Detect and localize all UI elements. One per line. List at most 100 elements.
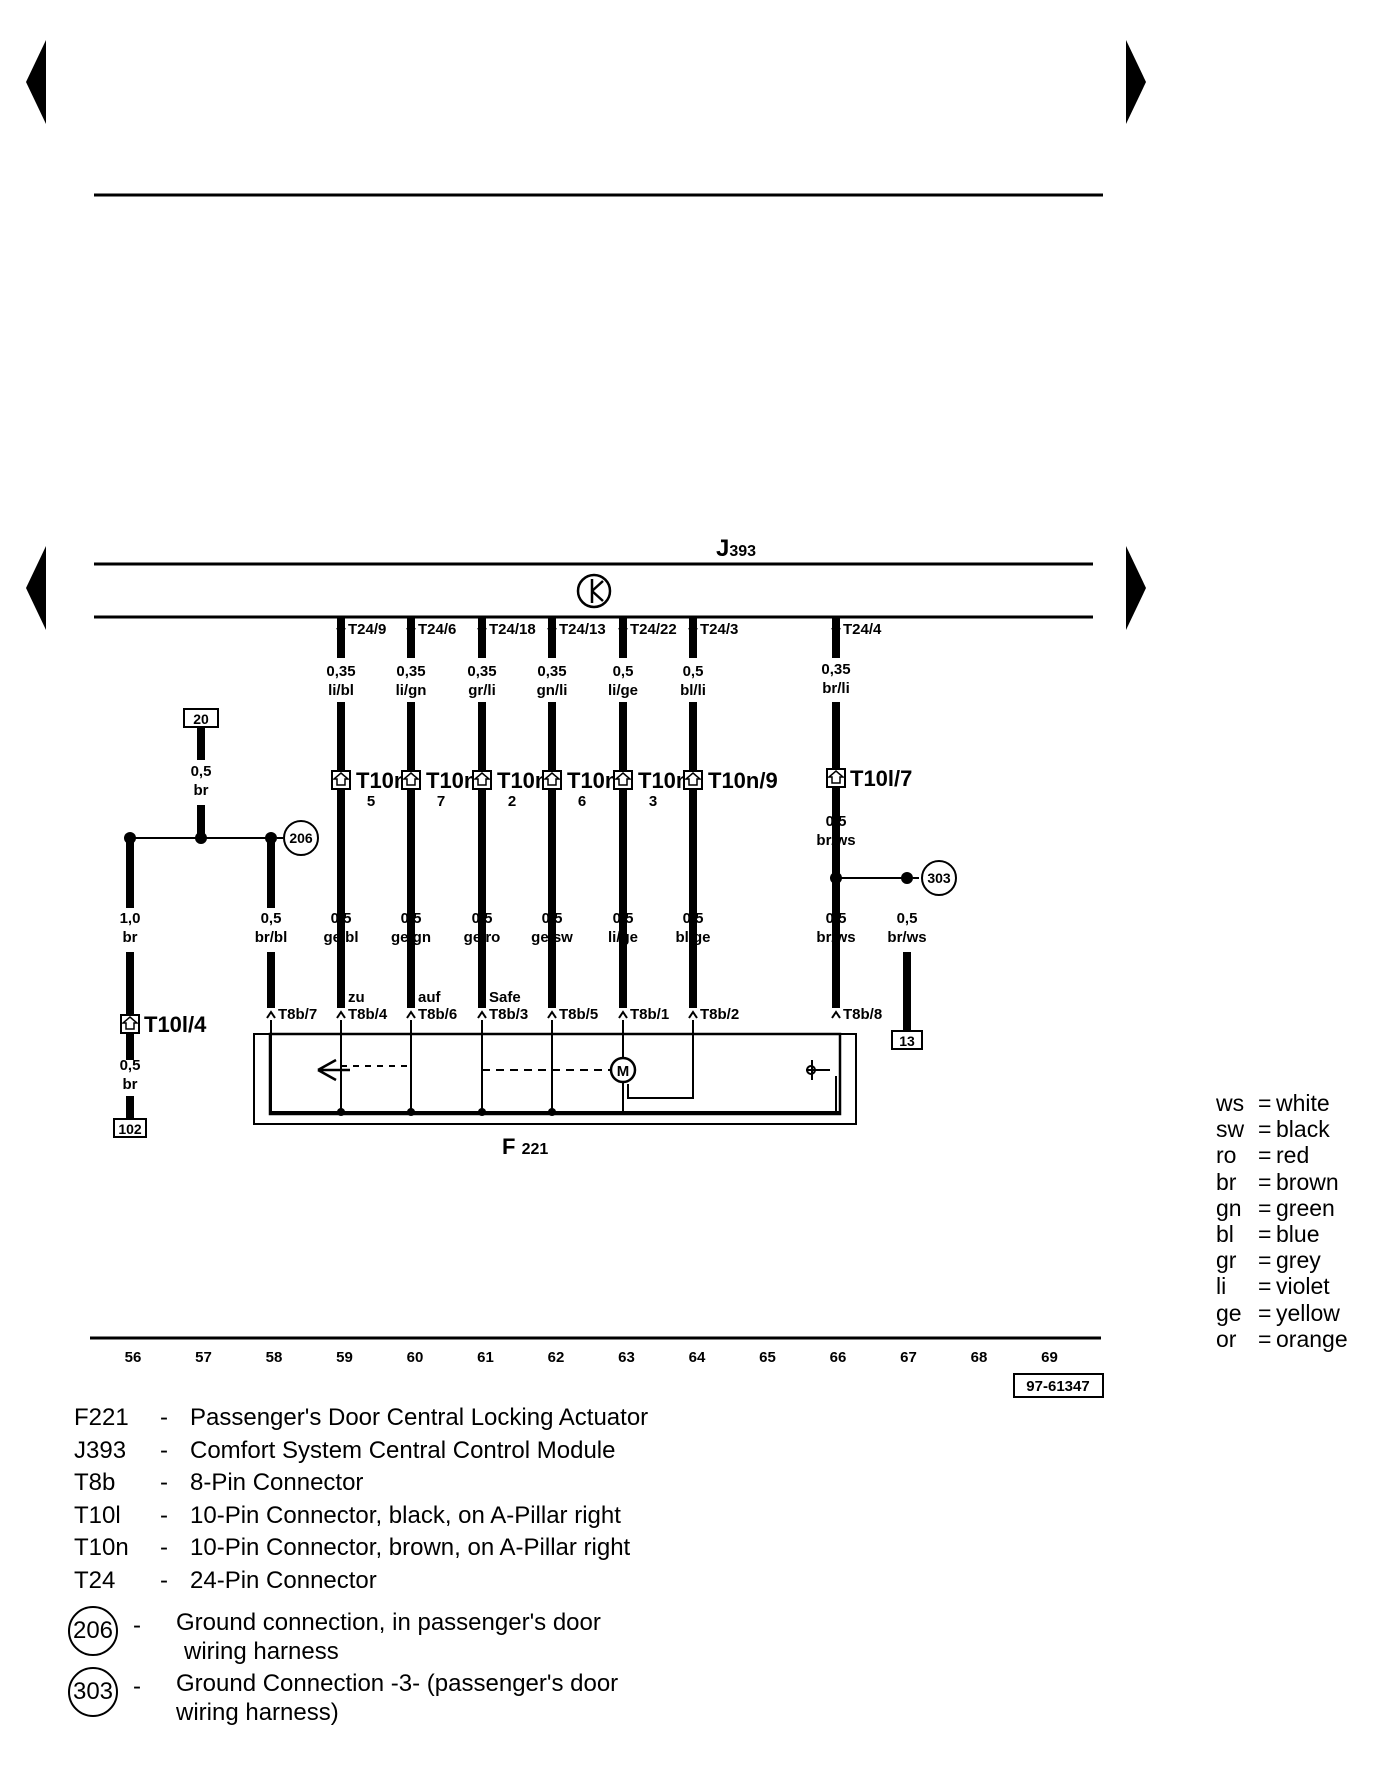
actuator-junction (337, 1108, 345, 1116)
next-page-arrow[interactable] (1126, 40, 1146, 124)
component-legend: F221-Passenger's Door Central Locking Ac… (74, 1402, 648, 1597)
wire-color-top: gn/li (537, 682, 568, 699)
t24-arrow (618, 627, 628, 636)
legend-row: T8b-8-Pin Connector (74, 1467, 648, 1500)
wire-color-bottom: ge/bl (323, 929, 358, 946)
color-name: brown (1276, 1168, 1339, 1195)
actuator-internals: M (270, 1020, 840, 1116)
wire-gauge-top: 0,35 (396, 663, 425, 680)
t10l4-label: T10l/4 (144, 1012, 207, 1037)
t8b-label: T8b/6 (418, 1006, 457, 1023)
t24-label: T24/18 (489, 621, 536, 638)
legend-code: T8b (74, 1469, 116, 1497)
wire-gauge-mid: 0,5 (826, 813, 847, 830)
prev-section-arrow[interactable] (26, 546, 46, 630)
t10n-connector-icon-glyph (472, 772, 492, 786)
actuator-junction (478, 1108, 486, 1116)
t10l-connector-icon-glyph (826, 770, 846, 784)
wire-color-56: br (123, 929, 138, 946)
wire-color-top: br/li (822, 680, 850, 697)
junction-67 (901, 872, 913, 884)
t24-label: T24/6 (418, 621, 456, 638)
t8b-label: T8b/1 (630, 1006, 669, 1023)
equals-sign: = (1258, 1142, 1272, 1169)
wire-color-58: br/bl (255, 929, 288, 946)
next-section-arrow[interactable] (1126, 546, 1146, 630)
color-code-row: ws =white (1216, 1090, 1348, 1116)
color-code: ge (1216, 1299, 1242, 1326)
ref-20-label: 20 (193, 711, 209, 727)
equals-sign: = (1258, 1299, 1272, 1326)
legend-dash: - (160, 1436, 168, 1464)
t24-arrow (547, 627, 557, 636)
color-code: ws (1216, 1090, 1245, 1116)
legend-code: F221 (74, 1404, 129, 1432)
wire-gauge-bottom: 0,5 (683, 910, 704, 927)
ref-102-label: 102 (118, 1121, 142, 1137)
color-code: bl (1216, 1221, 1234, 1248)
legend-dash: - (160, 1566, 168, 1594)
prev-page-arrow[interactable] (26, 40, 46, 124)
column-number: 61 (477, 1349, 494, 1366)
module-icon (576, 573, 612, 609)
diagram-id: 97-61347 (1026, 1378, 1089, 1395)
column-number: 56 (125, 1349, 142, 1366)
column-number: 63 (618, 1349, 635, 1366)
ref-102 (113, 1118, 147, 1138)
contact-ring (806, 1065, 816, 1075)
equals-sign: = (1258, 1325, 1272, 1352)
t24-arrow (688, 627, 698, 636)
color-code: gn (1216, 1194, 1242, 1221)
wire-color-bottom: bl/ge (675, 929, 710, 946)
equals-sign: = (1258, 1247, 1272, 1274)
t8b-arrow (688, 1010, 698, 1019)
t8b-arrow (618, 1010, 628, 1019)
t10n-connector-icon-glyph (331, 772, 351, 786)
wire-gauge-top: 0,35 (537, 663, 566, 680)
column-number: 64 (689, 1349, 706, 1366)
ref-20 (183, 708, 219, 728)
legend-dash: - (160, 1501, 168, 1529)
switch-lever (317, 1058, 350, 1082)
t24-arrow (831, 627, 841, 636)
t10n-pin: 3 (649, 793, 657, 810)
color-code: sw (1216, 1116, 1245, 1143)
color-name: red (1276, 1142, 1310, 1169)
color-code-row: li=violet (1216, 1273, 1348, 1299)
wire-color-56-bottom: br (123, 1076, 138, 1093)
function-label: zu (348, 989, 365, 1006)
legend-row: J393-Comfort System Central Control Modu… (74, 1435, 648, 1468)
column-number: 66 (830, 1349, 847, 1366)
wire-gauge-bottom: 0,5 (331, 910, 352, 927)
t24-arrow (477, 627, 487, 636)
motor-return (627, 1020, 694, 1099)
ground-legend-row: 303-Ground Connection -3- (passenger's d… (68, 1667, 618, 1734)
wire-color-top: li/ge (608, 682, 638, 699)
legend-code: T10l (74, 1501, 121, 1529)
legend-dash: - (160, 1534, 168, 1562)
motor-label: M (617, 1063, 630, 1080)
legend-code: J393 (74, 1436, 127, 1464)
wire-color-top: gr/li (468, 682, 496, 699)
ground-303 (921, 860, 957, 896)
legend-row: T24-24-Pin Connector (74, 1565, 648, 1598)
ground-legend: 206-Ground connection, in passenger's do… (68, 1606, 618, 1734)
ground-dash: - (133, 1612, 141, 1639)
wire-gauge-bottom: 0,5 (826, 910, 847, 927)
legend-code: T24 (74, 1566, 116, 1594)
wire-gauge-56-bottom: 0,5 (120, 1057, 141, 1074)
t10n-pin: 5 (367, 793, 375, 810)
color-name: green (1276, 1194, 1335, 1221)
column-number: 67 (900, 1349, 917, 1366)
color-code-row: br=brown (1216, 1169, 1348, 1195)
wire-gauge-top: 0,35 (326, 663, 355, 680)
wire-gauge-top: 0,35 (467, 663, 496, 680)
color-name: white (1276, 1090, 1330, 1116)
equals-sign: = (1258, 1090, 1272, 1116)
ground-desc-line1: Ground connection, in passenger's door (176, 1609, 601, 1636)
legend-desc: Passenger's Door Central Locking Actuato… (190, 1404, 649, 1432)
t24-arrow (406, 627, 416, 636)
wire-gauge-58: 0,5 (261, 910, 282, 927)
